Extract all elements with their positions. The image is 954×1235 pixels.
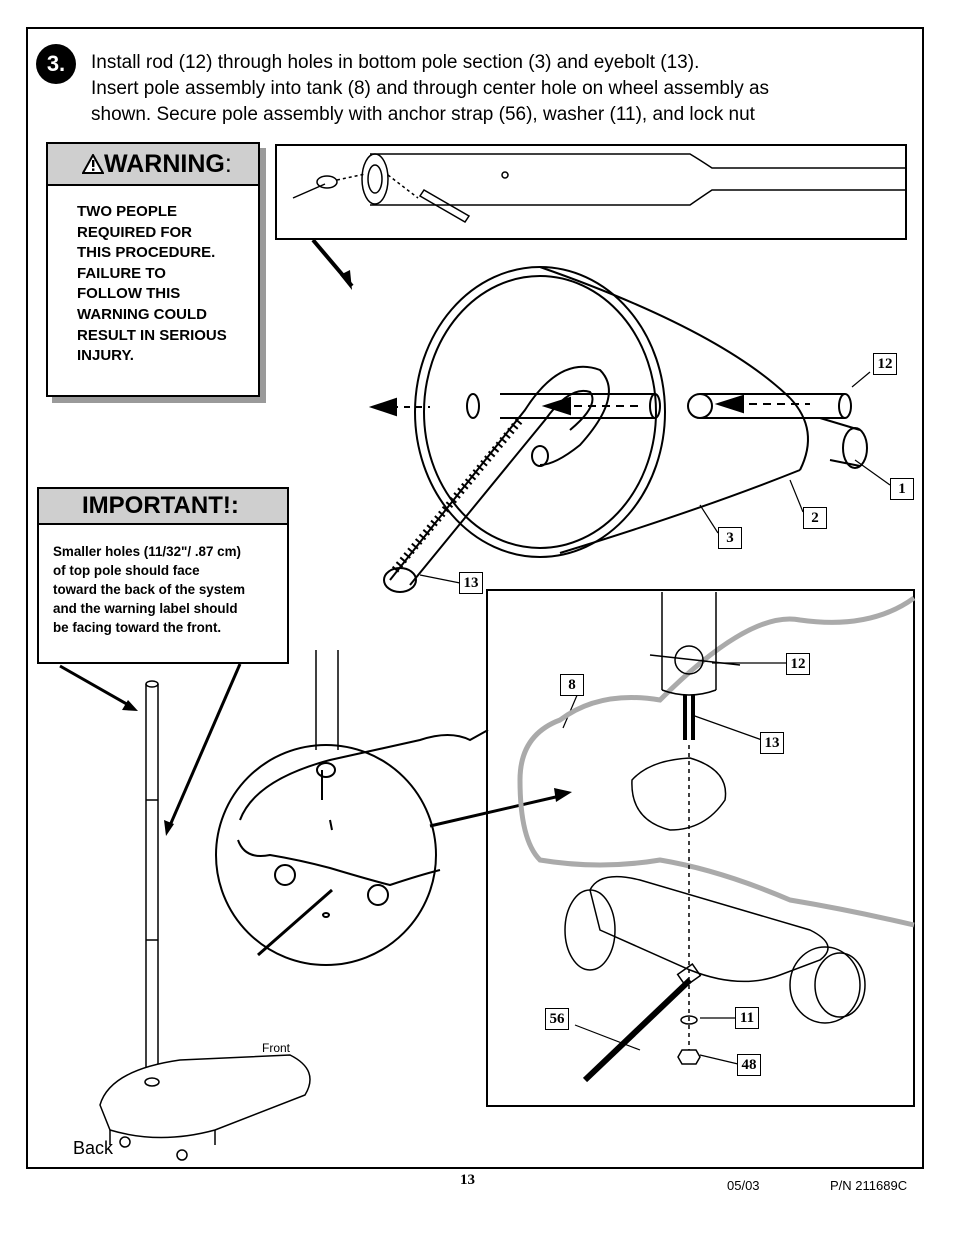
instruction-line: Install rod (12) through holes in bottom… xyxy=(91,52,700,73)
warning-line: WARNING COULD xyxy=(77,305,207,323)
important-text: Smaller holes (11/32"/ .87 cm) of top po… xyxy=(39,525,287,637)
instruction-line: shown. Secure pole assembly with anchor … xyxy=(91,104,755,125)
important-box: IMPORTANT!: Smaller holes (11/32"/ .87 c… xyxy=(37,487,289,664)
front-label: Front xyxy=(262,1041,291,1055)
callout-8-tank: 8 xyxy=(560,674,584,696)
callout-11-washer: 11 xyxy=(735,1007,759,1029)
page-frame xyxy=(26,27,924,1169)
callout-12-rod-inset: 12 xyxy=(786,653,810,675)
warning-line: REQUIRED FOR xyxy=(77,223,193,241)
callout-1-top-pole: 1 xyxy=(890,478,914,500)
callout-13-eyebolt-inset: 13 xyxy=(760,732,784,754)
pole-detail-inset xyxy=(275,144,907,240)
callout-13-eyebolt: 13 xyxy=(459,572,483,594)
warning-line: RESULT IN SERIOUS xyxy=(77,326,227,344)
warning-header: WARNING: xyxy=(48,144,258,186)
important-line: be facing toward the front. xyxy=(53,620,222,635)
callout-2-middle-pole: 2 xyxy=(803,507,827,529)
warning-line: TWO PEOPLE xyxy=(77,203,178,220)
callout-48-lock-nut: 48 xyxy=(737,1054,761,1076)
back-label: Back xyxy=(73,1138,114,1158)
callout-56-anchor-strap: 56 xyxy=(545,1008,569,1030)
warning-text: TWO PEOPLE REQUIRED FOR THIS PROCEDURE. … xyxy=(48,186,258,367)
important-line: toward the back of the system xyxy=(53,582,245,597)
warning-line: FAILURE TO xyxy=(77,264,166,282)
important-header: IMPORTANT!: xyxy=(39,489,287,525)
warning-colon: : xyxy=(224,150,232,178)
revision-date: 05/03 xyxy=(727,1178,760,1193)
important-line: of top pole should face xyxy=(53,563,200,578)
warning-title: WARNING xyxy=(104,150,225,178)
warning-box: WARNING: TWO PEOPLE REQUIRED FOR THIS PR… xyxy=(46,142,260,397)
warning-triangle-icon xyxy=(82,154,104,174)
page-number: 13 xyxy=(460,1172,475,1188)
part-number: P/N 211689C xyxy=(830,1178,908,1193)
important-line: and the warning label should xyxy=(53,601,238,616)
warning-line: INJURY. xyxy=(77,347,134,365)
important-line: Smaller holes (11/32"/ .87 cm) xyxy=(53,544,241,559)
step-number-badge: 3. xyxy=(36,44,76,84)
callout-3-bottom-pole: 3 xyxy=(718,527,742,549)
warning-line: FOLLOW THIS xyxy=(77,285,181,303)
step-instructions: Install rod (12) through holes in bottom… xyxy=(91,50,891,128)
callout-12-rod: 12 xyxy=(873,353,897,375)
warning-line: THIS PROCEDURE. xyxy=(77,244,216,262)
instruction-line: Insert pole assembly into tank (8) and t… xyxy=(91,78,770,99)
